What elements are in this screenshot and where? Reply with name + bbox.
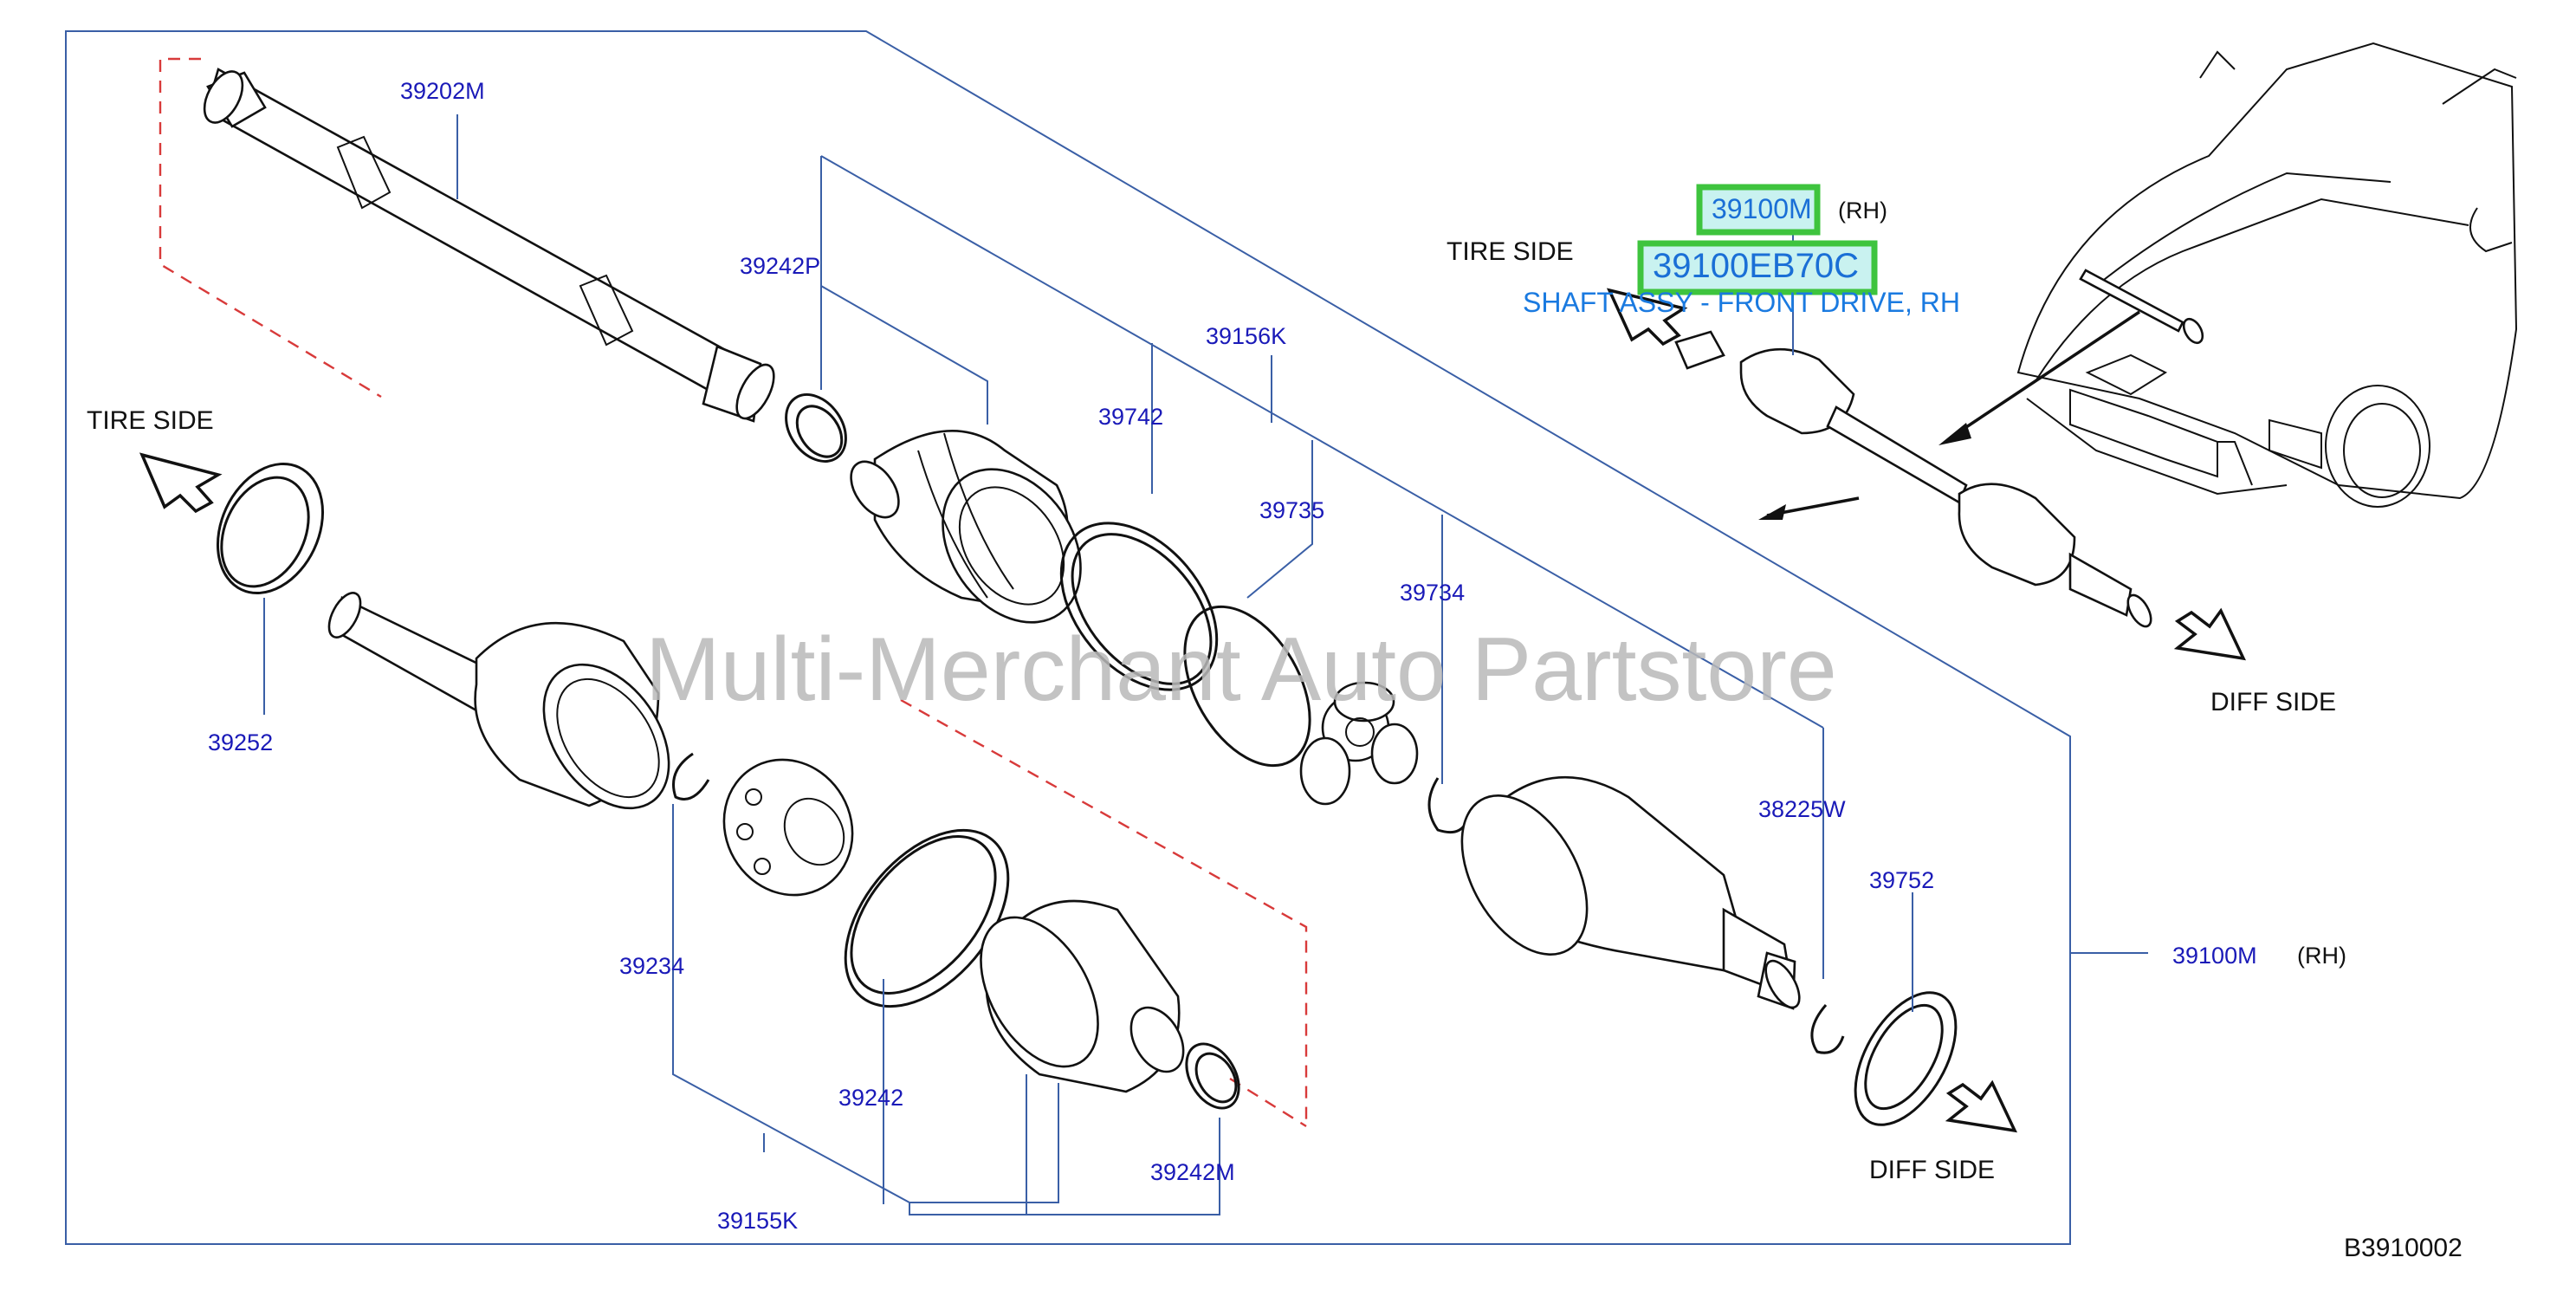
highlight-box-part-number[interactable] <box>1696 184 1821 236</box>
callout-39752: 39752 <box>1869 867 1934 893</box>
spider-assembly <box>1299 681 1419 806</box>
leader-lines <box>263 114 1913 1215</box>
callout-39234: 39234 <box>619 953 684 979</box>
callout-39735: 39735 <box>1259 497 1324 523</box>
tire-side-label-left: TIRE SIDE <box>87 406 214 435</box>
callout-38225w: 38225W <box>1758 796 1846 822</box>
boot-band-top <box>1059 522 1219 691</box>
assembly-frame <box>65 30 2148 1245</box>
boot-band-bottom <box>844 828 1010 1008</box>
callout-39242m: 39242M <box>1150 1159 1235 1185</box>
tire-side-label-top: TIRE SIDE <box>1447 237 1574 266</box>
boot-clamp-small-bottom <box>1185 1042 1240 1110</box>
highlight-box-oem-number[interactable] <box>1637 240 1878 295</box>
highlight-oem-number: 39100EB70C <box>1653 247 1859 285</box>
watermark: Multi-Merchant Auto Partstore <box>645 619 1837 720</box>
highlight-part-number: 39100M <box>1712 193 1812 224</box>
callout-39252: 39252 <box>208 729 273 755</box>
dashed-guide-lines <box>159 57 1308 1128</box>
callout-39202m: 39202M <box>400 78 485 104</box>
boot-outer <box>980 899 1185 1093</box>
diagram-code: B3910002 <box>2344 1234 2463 1262</box>
tire-side-arrow-left <box>139 452 223 514</box>
callout-39156k: 39156K <box>1206 323 1286 349</box>
callout-39734: 39734 <box>1400 580 1465 606</box>
seal-ring-39252 <box>216 462 325 595</box>
callout-39742: 39742 <box>1098 404 1163 430</box>
highlight-description: SHAFT ASSY - FRONT DRIVE, RH <box>1523 287 1960 318</box>
callout-39155k: 39155K <box>717 1208 798 1234</box>
diff-side-arrow-top <box>2173 607 2246 661</box>
drive-shaft-bar <box>203 68 775 423</box>
ball-cage <box>722 758 854 897</box>
boot-inner <box>850 430 1082 624</box>
circlip-38225w <box>1810 1004 1845 1054</box>
callout-39100m: 39100M <box>2172 943 2257 969</box>
callout-39242: 39242 <box>838 1085 903 1111</box>
highlight-side-note: (RH) <box>1838 198 1887 224</box>
side-labels: TIRE SIDE TIRE SIDE DIFF SIDE DIFF SIDE … <box>87 237 2346 1184</box>
rh-label-frame: (RH) <box>2297 943 2346 969</box>
outer-joint <box>327 592 670 810</box>
assembled-drive-shaft <box>1674 234 2152 628</box>
diff-side-arrow-bottom <box>1945 1079 2017 1133</box>
callout-39242p: 39242P <box>740 253 820 279</box>
boot-clamp-small-top <box>785 393 847 463</box>
callout-labels: 39202M 39242P 39156K 39742 39735 39734 3… <box>208 78 2257 1234</box>
tire-side-arrow-top <box>1606 288 1688 347</box>
snap-ring-large <box>1183 605 1311 768</box>
diff-side-label-right: DIFF SIDE <box>2210 688 2336 716</box>
circlip-39234 <box>672 752 710 801</box>
dust-washer <box>1854 991 1958 1126</box>
vehicle-front-sketch <box>1938 42 2518 508</box>
inner-joint-housing <box>1460 775 1801 1010</box>
diff-side-label-bottom: DIFF SIDE <box>1869 1156 1995 1184</box>
highlight-group: 39100M (RH) 39100EB70C SHAFT ASSY - FRON… <box>1523 184 1960 318</box>
